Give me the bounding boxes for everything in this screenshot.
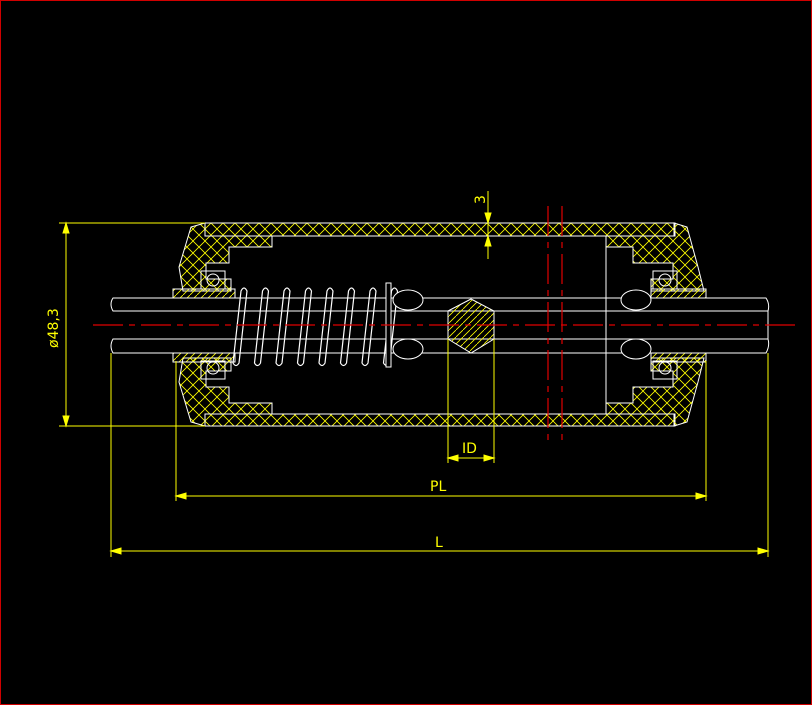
wall-thickness-label: 3 [473, 195, 489, 204]
spring [232, 287, 399, 367]
dimension-lines [59, 191, 770, 557]
spring-coil [275, 287, 291, 367]
center-lines [93, 206, 796, 446]
right-end-cap [605, 222, 707, 427]
pipe-length-label: PL [430, 479, 446, 495]
left-bearing [200, 236, 273, 414]
length-label: L [435, 535, 443, 551]
hex-insert [447, 298, 495, 354]
spring-coil [296, 287, 313, 367]
spring-coil [232, 287, 248, 367]
detent-balls [392, 289, 652, 360]
left-end-cap [172, 222, 273, 427]
diameter-label: ø48,3 [46, 308, 62, 348]
spring-coil [339, 287, 356, 367]
inner-dim-label: ID [462, 441, 477, 457]
right-bearing [605, 247, 678, 403]
spring-coil [253, 287, 270, 367]
spring-coil [361, 287, 377, 367]
spring-coil [318, 287, 334, 367]
